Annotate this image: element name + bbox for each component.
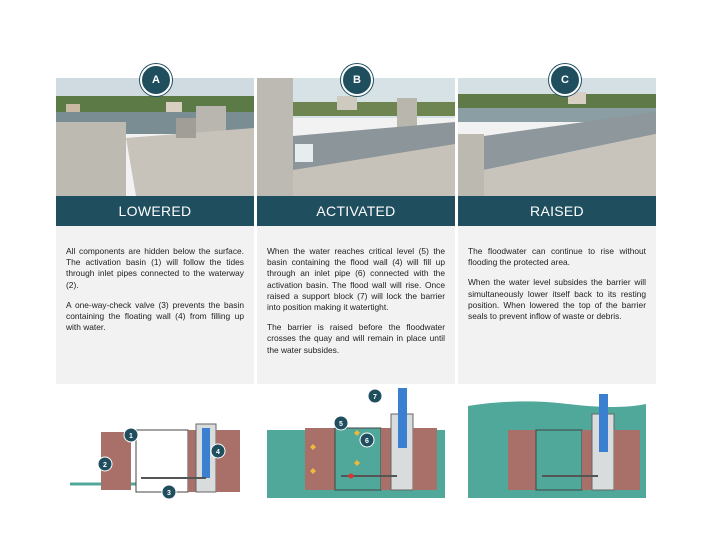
- svg-text:4: 4: [216, 449, 220, 456]
- diagram-raised: [458, 384, 656, 514]
- header-raised: RAISED: [458, 196, 656, 226]
- marker-4: 4: [210, 443, 226, 459]
- badge-b: B: [341, 64, 373, 96]
- column-lowered: LOWERED All components are hidden below …: [56, 78, 254, 514]
- marker-1: 1: [123, 427, 139, 443]
- paragraph: The floodwater can continue to rise with…: [468, 246, 646, 268]
- svg-text:1: 1: [129, 433, 133, 440]
- badge-a: A: [140, 64, 172, 96]
- paragraph: When the water level subsides the barrie…: [468, 277, 646, 322]
- diagram-activated: 5 6 7: [257, 384, 455, 514]
- marker-5: 5: [333, 415, 349, 431]
- description-activated: When the water reaches critical level (5…: [267, 246, 445, 365]
- paragraph: A one-way-check valve (3) prevents the b…: [66, 299, 244, 333]
- header-lowered: LOWERED: [56, 196, 254, 226]
- badge-c: C: [549, 64, 581, 96]
- header-activated: ACTIVATED: [257, 196, 455, 226]
- marker-3: 3: [161, 484, 177, 500]
- marker-6: 6: [359, 432, 375, 448]
- column-activated: ACTIVATED When the water reaches critica…: [257, 78, 455, 514]
- column-raised: RAISED The floodwater can continue to ri…: [458, 78, 656, 514]
- diagram-lowered: 1 2 3 4: [56, 384, 254, 514]
- svg-text:5: 5: [339, 421, 343, 428]
- svg-text:7: 7: [373, 394, 377, 401]
- photo-lowered: [56, 78, 254, 196]
- svg-text:3: 3: [167, 490, 171, 497]
- svg-text:2: 2: [103, 462, 107, 469]
- description-raised: The floodwater can continue to rise with…: [468, 246, 646, 331]
- photo-activated: [257, 78, 455, 196]
- paragraph: All components are hidden below the surf…: [66, 246, 244, 290]
- paragraph: The barrier is raised before the floodwa…: [267, 322, 445, 355]
- svg-text:6: 6: [365, 438, 369, 445]
- description-lowered: All components are hidden below the surf…: [66, 246, 244, 342]
- paragraph: When the water reaches critical level (5…: [267, 246, 445, 313]
- photo-raised: [458, 78, 656, 196]
- marker-7: 7: [367, 388, 383, 404]
- marker-2: 2: [97, 456, 113, 472]
